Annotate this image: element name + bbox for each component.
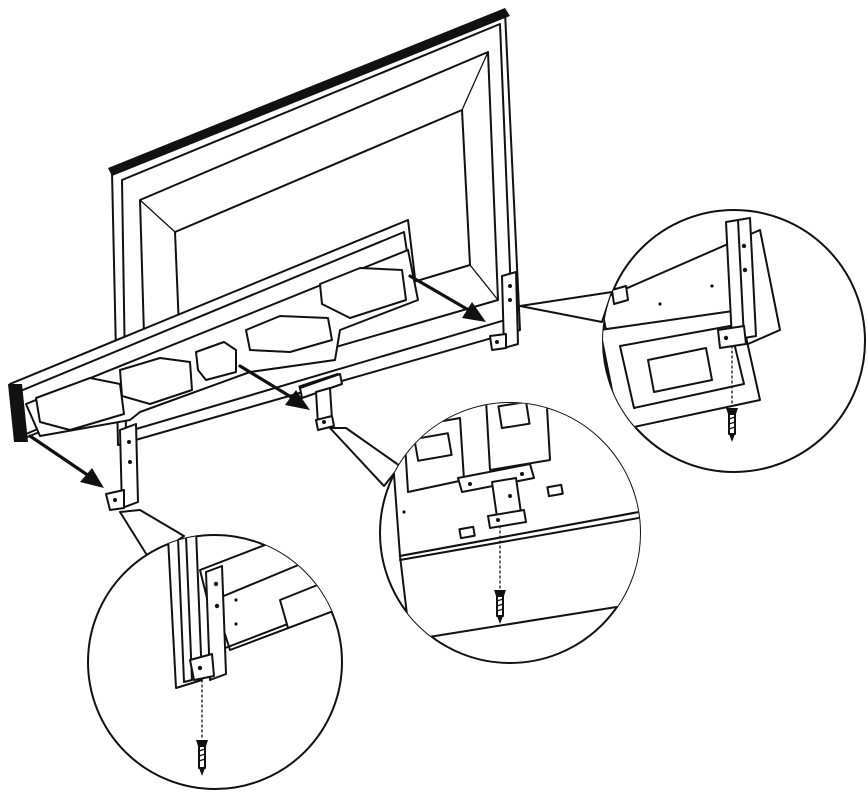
screw-right: [726, 408, 738, 442]
bracket-right: [489, 271, 519, 351]
arrow-center: [238, 364, 310, 410]
arrow-left: [28, 434, 104, 488]
right-bracket-detail: [602, 209, 866, 473]
screw-center: [494, 590, 506, 624]
callout-pointer-left: [119, 509, 185, 561]
center-bracket-detail: [379, 402, 641, 664]
speaker-bar: [8, 219, 419, 442]
left-bracket-detail: [87, 534, 343, 790]
bracket-left: [105, 423, 139, 511]
callout-pointer-right: [519, 291, 613, 323]
callout-pointer-center: [329, 427, 401, 487]
bracket-center: [299, 373, 343, 431]
screw-left: [196, 740, 208, 776]
arrow-right: [408, 274, 486, 322]
